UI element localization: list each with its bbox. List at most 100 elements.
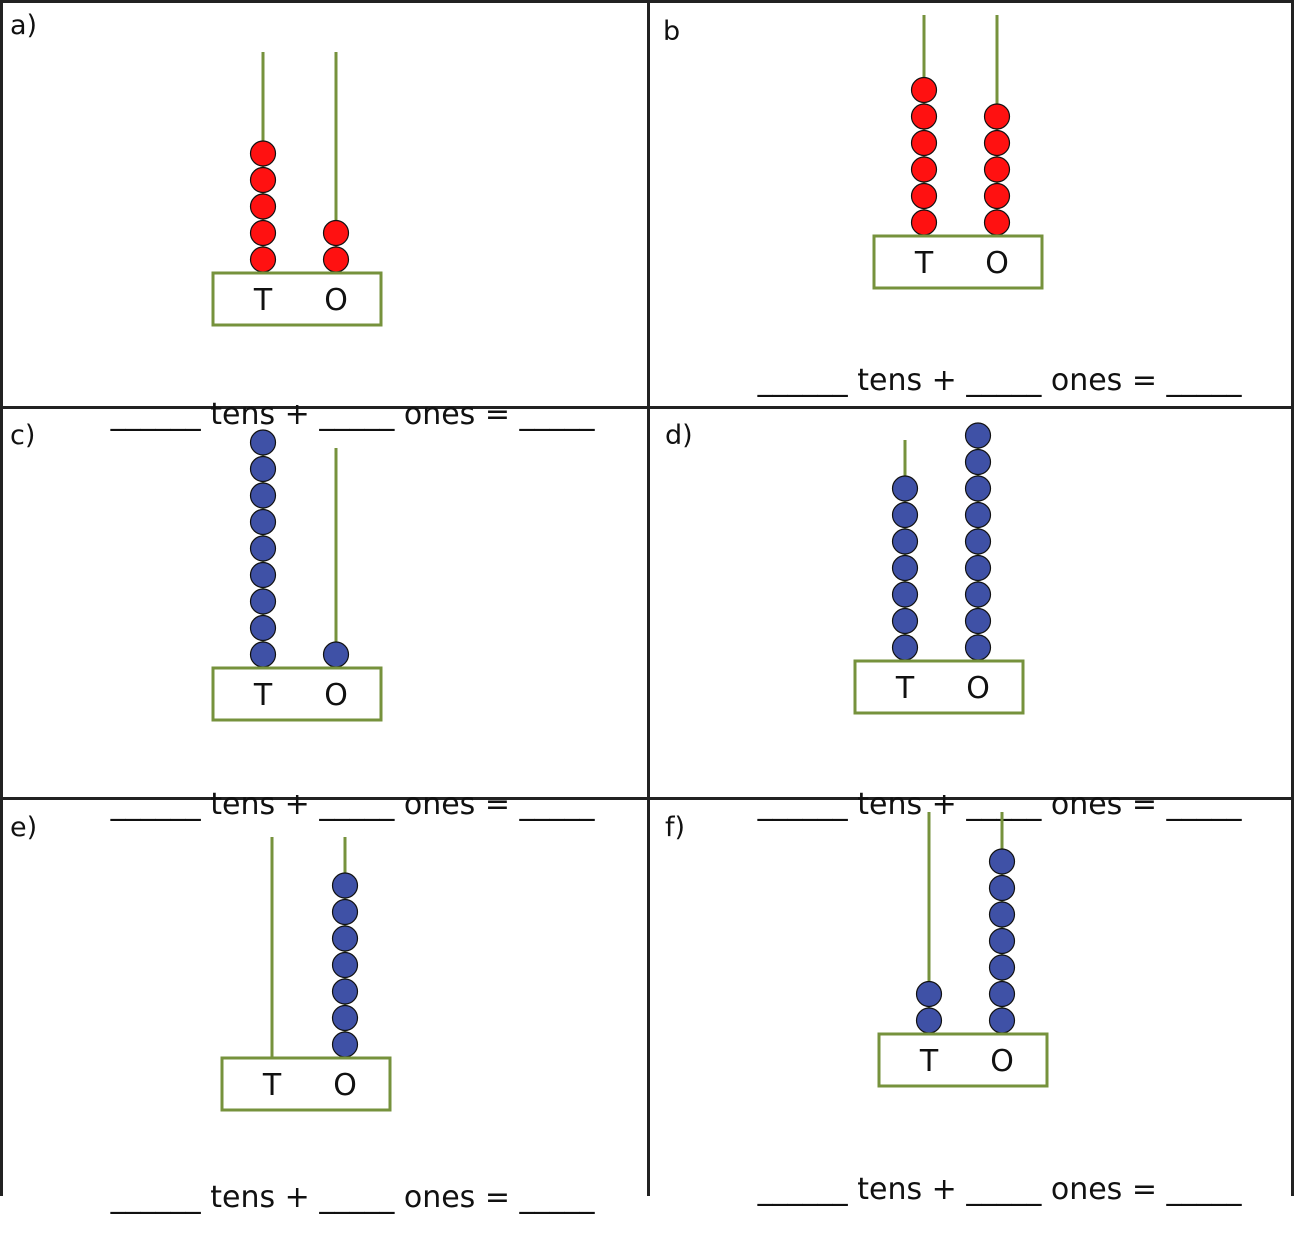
- tens-bead: [249, 588, 277, 615]
- answer-sentence: ______ tens + _____ ones = _____: [0, 752, 648, 857]
- tens-bead: [249, 561, 277, 589]
- blank-total[interactable]: _____: [1166, 787, 1242, 822]
- blank-tens[interactable]: ______: [757, 787, 848, 822]
- ones-bead: [988, 901, 1016, 928]
- tens-bead: [249, 535, 277, 562]
- blank-total[interactable]: _____: [519, 397, 595, 432]
- blank-ones[interactable]: _____: [319, 397, 395, 432]
- blank-total[interactable]: _____: [1166, 363, 1242, 398]
- ones-bead: [331, 898, 359, 926]
- ones-bead: [331, 872, 359, 899]
- ones-column-label: O: [985, 246, 1009, 281]
- tens-text: tens +: [210, 787, 310, 822]
- tens-bead: [891, 554, 919, 582]
- blank-total[interactable]: _____: [519, 787, 595, 822]
- tens-text: tens +: [857, 787, 957, 822]
- ones-bead: [331, 925, 359, 952]
- tens-bead: [910, 103, 938, 130]
- ones-bead: [983, 103, 1011, 130]
- blank-ones[interactable]: _____: [966, 363, 1042, 398]
- ones-bead: [988, 954, 1016, 981]
- tens-bead: [891, 475, 919, 502]
- tens-bead: [249, 455, 277, 483]
- tens-bead: [910, 182, 938, 210]
- tens-text: tens +: [857, 1172, 957, 1207]
- place-value-box: [877, 1032, 1049, 1088]
- ones-bead: [331, 978, 359, 1005]
- grid-divider-row2: [0, 797, 1294, 800]
- ones-text: ones =: [403, 397, 510, 432]
- blank-ones[interactable]: _____: [319, 787, 395, 822]
- tens-bead: [915, 1007, 943, 1034]
- blank-tens[interactable]: ______: [110, 397, 201, 432]
- answer-sentence: ______ tens + _____ ones = _____: [648, 752, 1294, 857]
- ones-column-label: O: [333, 1068, 357, 1103]
- tens-column-label: T: [895, 671, 915, 706]
- ones-column-label: O: [966, 671, 990, 706]
- tens-bead: [910, 156, 938, 183]
- problem-label: e): [10, 812, 38, 843]
- tens-bead: [891, 581, 919, 608]
- tens-column-label: T: [253, 283, 273, 318]
- blank-tens[interactable]: ______: [757, 1172, 848, 1207]
- ones-text: ones =: [1050, 787, 1157, 822]
- ones-bead: [983, 129, 1011, 157]
- tens-bead: [249, 482, 277, 509]
- tens-text: tens +: [210, 397, 310, 432]
- ones-bead: [988, 1007, 1016, 1034]
- answer-sentence: ______ tens + _____ ones = _____: [648, 328, 1294, 433]
- place-value-box: [211, 271, 383, 327]
- tens-bead: [910, 129, 938, 157]
- blank-ones[interactable]: _____: [966, 787, 1042, 822]
- tens-column-label: T: [262, 1068, 282, 1103]
- ones-column-label: O: [324, 283, 348, 318]
- place-value-box: [853, 659, 1025, 715]
- grid-border-right: [1291, 0, 1294, 1196]
- ones-column-label: O: [324, 678, 348, 713]
- place-value-box: [220, 1056, 392, 1112]
- tens-column-label: T: [253, 678, 273, 713]
- tens-bead: [891, 528, 919, 555]
- answer-sentence: ______ tens + _____ ones = _____: [0, 362, 648, 467]
- tens-bead: [249, 193, 277, 220]
- blank-total[interactable]: _____: [1166, 1172, 1242, 1207]
- place-value-box: [872, 234, 1044, 290]
- answer-sentence: ______ tens + _____ ones = _____: [648, 1137, 1294, 1242]
- ones-bead: [983, 156, 1011, 183]
- tens-bead: [891, 607, 919, 635]
- blank-tens[interactable]: ______: [757, 363, 848, 398]
- ones-bead: [988, 874, 1016, 902]
- grid-divider-vertical: [647, 0, 650, 1196]
- ones-bead: [988, 927, 1016, 955]
- ones-bead: [331, 951, 359, 979]
- blank-ones[interactable]: _____: [966, 1172, 1042, 1207]
- tens-text: tens +: [857, 363, 957, 398]
- tens-bead: [249, 219, 277, 247]
- grid-border-left: [0, 0, 3, 1196]
- tens-bead: [249, 614, 277, 642]
- problem-label: c): [10, 420, 36, 451]
- tens-bead: [891, 501, 919, 529]
- problem-label: b: [663, 16, 681, 47]
- ones-text: ones =: [403, 787, 510, 822]
- ones-bead: [964, 581, 992, 608]
- ones-bead: [983, 182, 1011, 210]
- ones-text: ones =: [1050, 363, 1157, 398]
- tens-bead: [249, 166, 277, 194]
- problem-label: a): [10, 10, 38, 41]
- blank-tens[interactable]: ______: [110, 787, 201, 822]
- tens-bead: [249, 508, 277, 536]
- ones-bead: [964, 475, 992, 502]
- ones-bead: [964, 554, 992, 582]
- tens-column-label: T: [919, 1044, 939, 1079]
